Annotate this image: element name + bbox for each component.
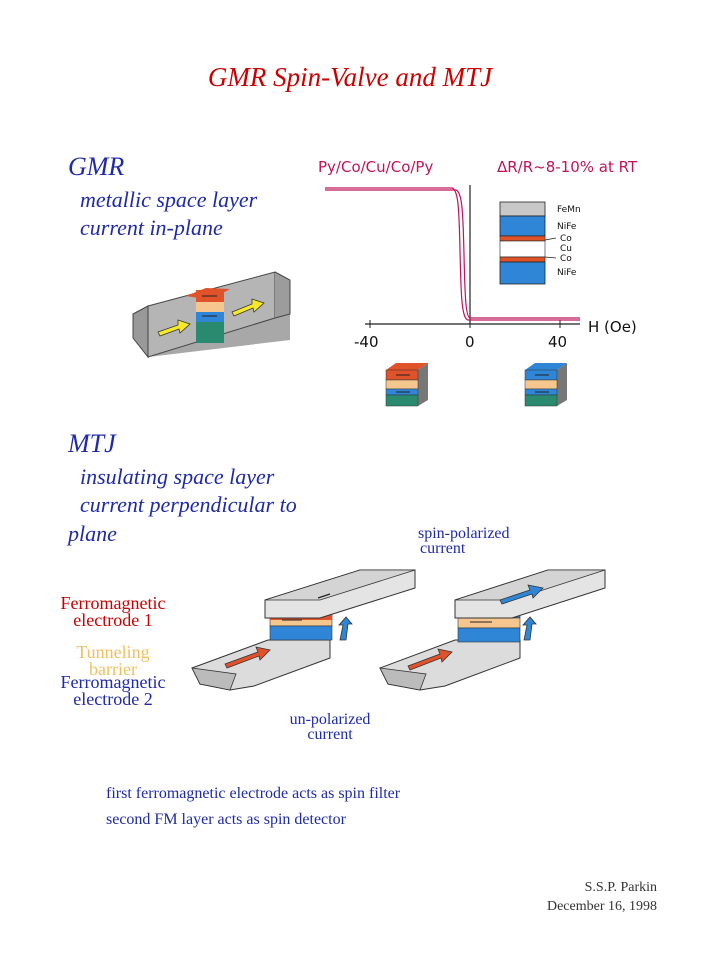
gmr-heading: GMR [68,152,125,181]
tunneling-barrier-label-1: Tunneling [76,642,150,662]
plot-tick-0: 0 [465,333,475,351]
layer-label-cu: Cu [560,244,572,254]
mtj-heading: MTJ [68,429,116,458]
page-title: GMR Spin-Valve and MTJ [207,62,493,92]
credit-date: December 16, 1998 [546,899,657,914]
gmr-line-2: current in-plane [80,215,223,240]
footer-line-2: second FM layer acts as spin detector [106,811,346,828]
mtj-line-2: current perpendicular to [80,492,297,517]
plot-stack-label: Py/Co/Cu/Co/Py [318,158,434,176]
layer-label-nife-bottom: NiFe [557,268,577,278]
credit-author: S.S.P. Parkin [584,880,657,895]
unpolarized-label-2: current [307,726,353,743]
fm-electrode-2-label-1: Ferromagnetic [60,672,166,692]
plot-x-axis-label: H (Oe) [588,318,637,336]
spin-valve-layer-stack [499,201,557,285]
layer-label-co-top: Co [560,234,572,244]
mtj-line-3: plane [68,521,117,546]
layer-label-nife-top: NiFe [557,222,577,232]
plot-tick-neg40: -40 [354,333,379,351]
gmr-line-1: metallic space layer [80,187,258,212]
unpolarized-label-1: un-polarized [289,711,371,728]
mr-curve-up [325,189,580,319]
layer-label-femn: FeMn [557,205,581,215]
layer-label-co-bottom: Co [560,254,572,264]
spin-polarized-label-2: current [420,540,466,557]
plot-tick-40: 40 [548,333,568,351]
antiparallel-stack-icon [385,363,428,407]
fm-electrode-1-label-1: Ferromagnetic [60,593,166,613]
mtj-line-1: insulating space layer [80,464,275,489]
fm-electrode-1-label-2: electrode 1 [73,610,153,630]
mr-curve-down [325,187,580,321]
fm-electrode-2-label-2: electrode 2 [73,689,153,709]
parallel-stack-icon [524,363,567,407]
tunneling-barrier-label-2: barrier [89,659,137,679]
spin-polarized-label-1: spin-polarized [418,525,510,542]
footer-line-1: first ferromagnetic electrode acts as sp… [106,785,401,802]
plot-mr-label: ΔR/R~8-10% at RT [497,158,638,176]
